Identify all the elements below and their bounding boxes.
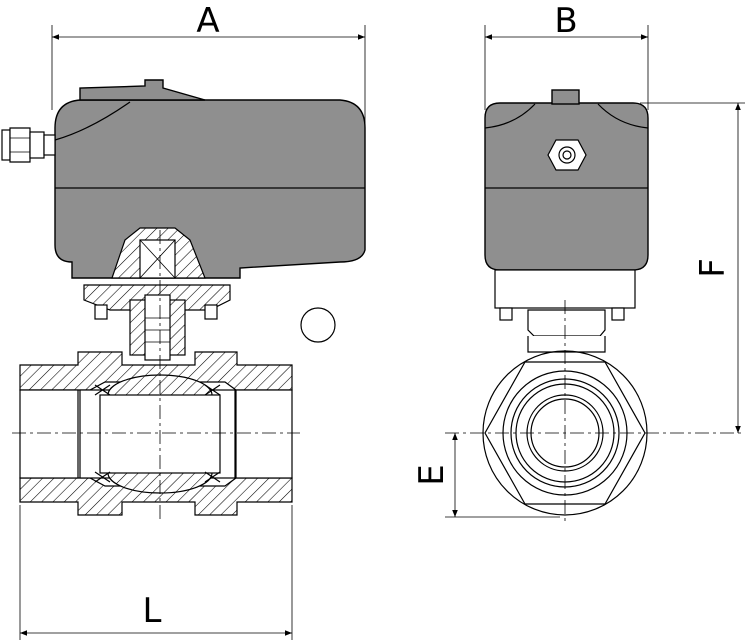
dimension-label-a: A [196, 1, 219, 41]
dimension-label-f: F [693, 258, 733, 278]
dimension-E: E [412, 433, 560, 518]
dimension-label-l: L [143, 591, 162, 631]
dimension-label-e: E [412, 464, 452, 485]
hex-plug-icon [547, 139, 587, 171]
cable-gland [1, 127, 56, 163]
dimension-B: B [484, 1, 649, 110]
front-section-view [1, 79, 366, 520]
dimension-A: A [51, 1, 366, 130]
side-view [445, 89, 742, 525]
dimension-label-b: B [554, 1, 577, 41]
dimension-L: L [19, 505, 293, 640]
actuator-housing-front [54, 79, 366, 279]
stem-coupling-section [83, 227, 231, 361]
indicator-circle [300, 307, 336, 343]
dimension-F: F [640, 102, 745, 433]
valve-body-section [19, 351, 293, 516]
actuator-housing-side [484, 89, 649, 353]
